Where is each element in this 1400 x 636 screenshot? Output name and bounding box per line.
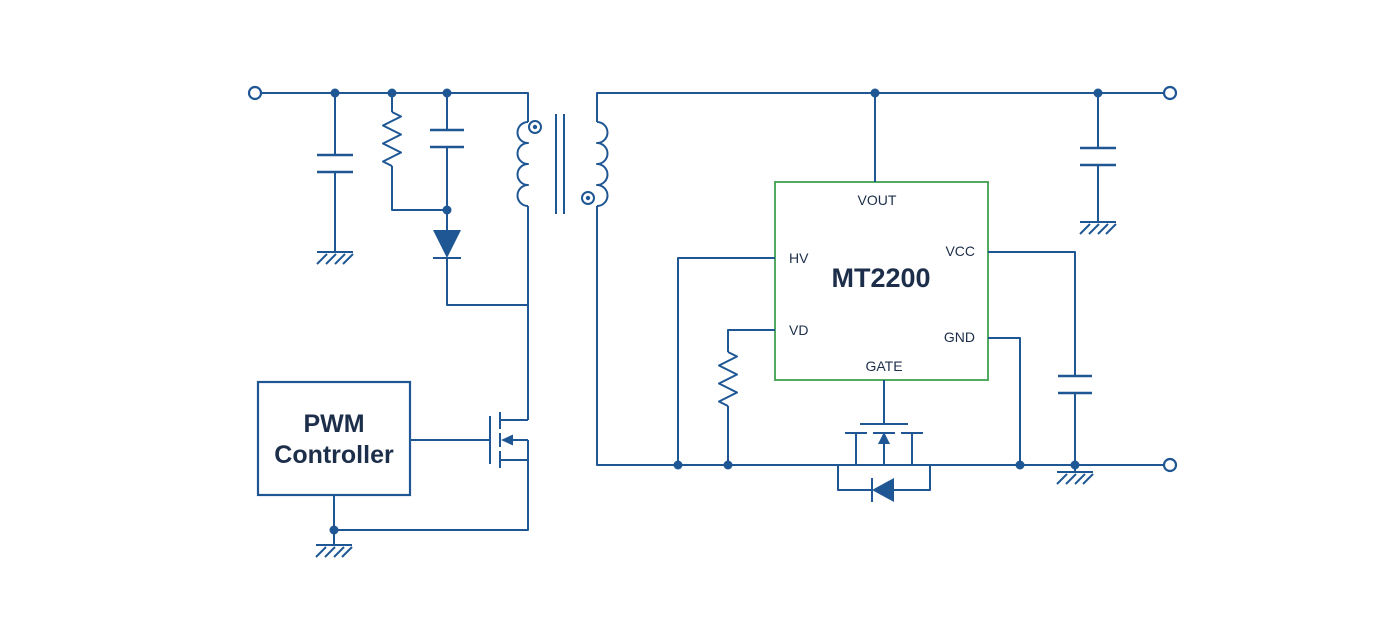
mt2200-ic-box (774, 181, 989, 381)
pin-label-gate: GATE (865, 358, 902, 374)
transformer (516, 114, 609, 214)
junction-dot (329, 525, 339, 535)
output-capacitor (1080, 93, 1116, 222)
ground-symbol (1079, 221, 1117, 235)
pin-label-hv: HV (789, 250, 809, 266)
pin-label-gnd: GND (944, 329, 975, 345)
secondary-top-rail (596, 92, 1164, 122)
clamp-resistor (382, 93, 447, 211)
junction-dot (442, 88, 452, 98)
transformer-core (555, 114, 565, 214)
vcc-capacitor (988, 251, 1092, 472)
secondary-bottom-rail (596, 206, 1164, 466)
vd-resistor (718, 329, 775, 465)
input-capacitor (317, 93, 353, 252)
mt2200-ic: MT2200 VOUT HV VD VCC GND GATE (774, 181, 989, 381)
junction-dot (870, 88, 880, 98)
junction-dot (1015, 460, 1025, 470)
junction-dot (723, 460, 733, 470)
junction-dots (329, 88, 1103, 535)
pin-label-vcc: VCC (945, 243, 975, 259)
junction-dot (673, 460, 683, 470)
secondary-winding (596, 121, 609, 207)
sync-mosfet-arrow-icon (878, 432, 890, 444)
primary-winding (516, 121, 529, 207)
pwm-label-line2: Controller (274, 441, 394, 469)
primary-top-rail (261, 92, 529, 122)
hv-pin-wire (677, 257, 775, 465)
ground-symbol (315, 544, 353, 558)
pwm-controller-box (256, 380, 412, 497)
primary-polarity-dot-icon (528, 120, 542, 134)
sync-mosfet (845, 380, 923, 465)
junction-dot (330, 88, 340, 98)
secondary-polarity-dot-icon (581, 191, 595, 205)
pin-label-vout: VOUT (858, 192, 897, 208)
ground-symbol (316, 251, 354, 265)
output-terminal-positive (1162, 85, 1178, 101)
ic-name: MT2200 (831, 263, 930, 293)
primary-source-wire (334, 460, 529, 531)
junction-dot (442, 205, 452, 215)
gnd-pin-wire (988, 337, 1021, 465)
junction-dot (387, 88, 397, 98)
clamp-diode (433, 230, 528, 306)
junction-dot (1093, 88, 1103, 98)
input-terminal (247, 85, 263, 101)
ground-symbol (1056, 471, 1094, 485)
mosfet-arrow-icon (501, 434, 513, 446)
pwm-controller: PWM Controller (256, 380, 412, 497)
body-diode (837, 465, 931, 502)
pin-label-vd: VD (789, 322, 808, 338)
output-terminal-negative (1162, 457, 1178, 473)
pwm-label-line1: PWM (303, 410, 364, 438)
primary-mosfet (489, 412, 529, 468)
junction-dot (1070, 460, 1080, 470)
clamp-capacitor (430, 93, 464, 230)
